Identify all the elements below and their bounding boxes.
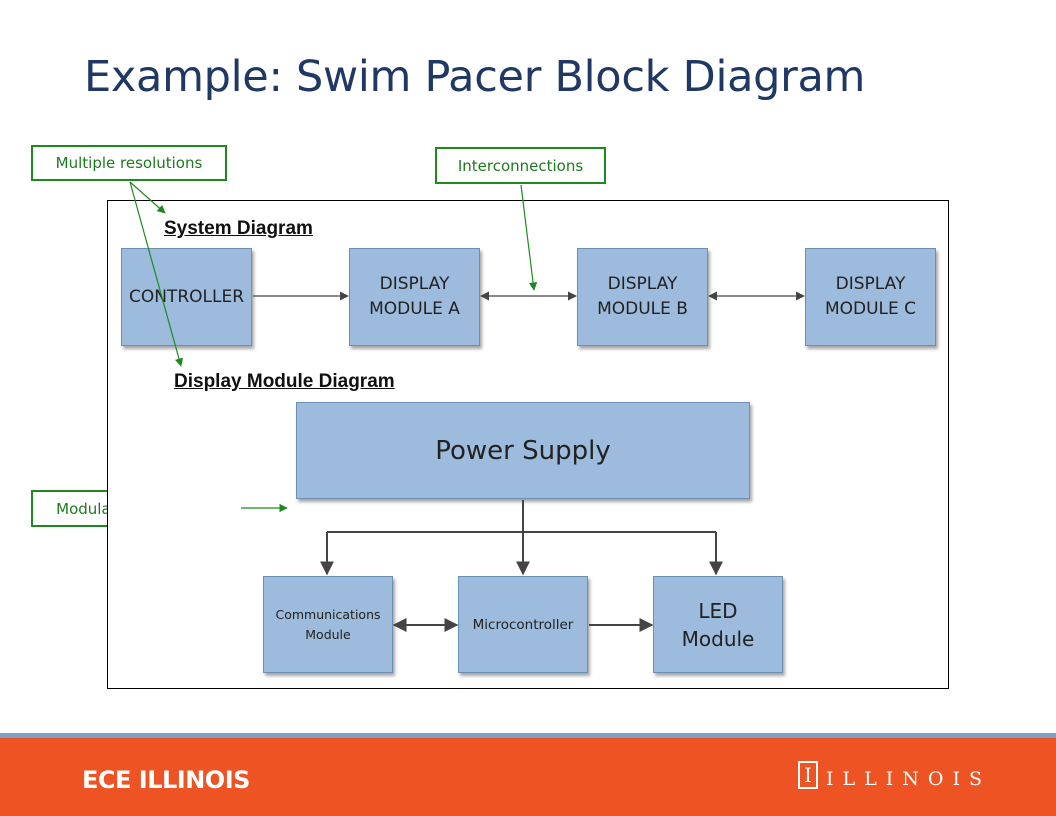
controller-block: CONTROLLER bbox=[121, 248, 252, 346]
communications-module-block: Communications Module bbox=[263, 576, 393, 673]
display-module-diagram-heading: Display Module Diagram bbox=[174, 371, 395, 392]
callout-label: Multiple resolutions bbox=[55, 154, 203, 172]
slide-title: Example: Swim Pacer Block Diagram bbox=[84, 52, 866, 102]
footer-bar: ECE ILLINOIS I ILLINOIS bbox=[0, 738, 1056, 816]
ece-illinois-brand: ECE ILLINOIS bbox=[82, 766, 250, 794]
callout-label: Interconnections bbox=[457, 156, 584, 175]
illinois-wordmark: ILLINOIS bbox=[826, 768, 991, 790]
display-module-b-block: DISPLAY MODULE B bbox=[577, 248, 708, 346]
microcontroller-block: Microcontroller bbox=[458, 576, 588, 673]
footer-accent-line bbox=[0, 733, 1056, 738]
display-module-c-block: DISPLAY MODULE C bbox=[805, 248, 936, 346]
display-module-a-block: DISPLAY MODULE A bbox=[349, 248, 480, 346]
led-module-block: LED Module bbox=[653, 576, 783, 673]
callout-interconnections: Interconnections bbox=[435, 147, 606, 184]
power-supply-block: Power Supply bbox=[296, 402, 750, 499]
illinois-logo-icon: I bbox=[798, 761, 818, 789]
system-diagram-heading: System Diagram bbox=[164, 218, 313, 239]
callout-multiple-resolutions: Multiple resolutions bbox=[31, 145, 227, 181]
